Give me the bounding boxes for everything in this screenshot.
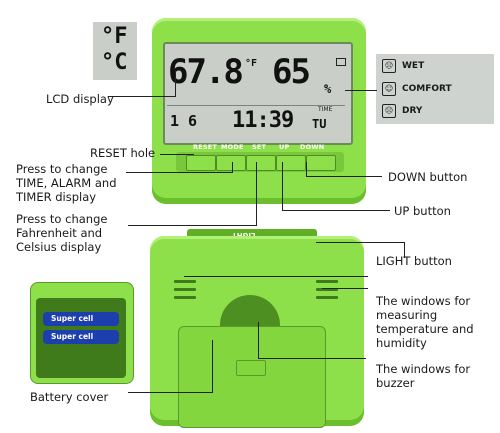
reset-label: RESET <box>193 143 218 151</box>
leader-line <box>128 225 256 226</box>
set-label: SET <box>252 143 267 151</box>
leader-line <box>282 162 283 211</box>
mode-button[interactable] <box>216 155 246 171</box>
lcd-screen <box>163 42 353 145</box>
leader-line <box>175 70 176 97</box>
leader-line <box>404 242 405 258</box>
buzzer-windows-label: The windows for buzzer <box>376 362 471 390</box>
battery-cell: Super cell <box>43 330 119 344</box>
lcd-display-label: LCD display <box>46 92 114 106</box>
down-button[interactable] <box>306 155 336 171</box>
celsius-symbol: °C <box>101 50 128 75</box>
leader-line <box>316 242 404 243</box>
leader-line <box>128 392 212 393</box>
temperature-unit: °F <box>245 58 258 69</box>
battery-cell: Super cell <box>43 312 119 326</box>
up-label: UP <box>279 143 290 151</box>
reset-hole-label: RESET hole <box>90 146 156 160</box>
weekday: TU <box>312 117 327 131</box>
legend-dry: DRY <box>402 106 423 116</box>
fahrenheit-symbol: °F <box>101 24 128 49</box>
leader-line <box>126 172 232 173</box>
vent-slot <box>316 288 338 291</box>
down-button-label: DOWN button <box>388 170 468 184</box>
set-button[interactable] <box>246 155 276 171</box>
leader-line <box>282 210 390 211</box>
mode-label: MODE <box>221 143 244 151</box>
battery-cover-label: Battery cover <box>30 390 109 404</box>
leader-line <box>258 358 366 359</box>
leader-line <box>184 276 368 277</box>
leader-line <box>232 162 233 173</box>
vent-slot <box>316 280 338 283</box>
legend-comfort: COMFORT <box>402 84 452 94</box>
leader-line <box>212 340 213 393</box>
leader-line <box>306 162 307 177</box>
comfort-face-icon: ☺ <box>382 82 396 96</box>
leader-line <box>258 322 259 358</box>
door-latch <box>236 360 266 376</box>
set-description: Press to change Fahrenheit and Celsius d… <box>16 212 108 254</box>
humidity-unit: % <box>324 82 332 96</box>
up-button-label: UP button <box>394 204 451 218</box>
leader-line <box>256 162 257 226</box>
comfort-indicator-icon <box>336 58 346 66</box>
reset-button[interactable] <box>186 155 216 171</box>
lcd-divider <box>167 105 345 106</box>
vent-slot <box>174 280 196 283</box>
vent-slot <box>316 296 338 299</box>
leader-line <box>306 176 382 177</box>
leader-line <box>108 96 176 97</box>
light-button-label: LIGHT button <box>376 254 452 268</box>
leader-line <box>345 90 377 91</box>
time-label: TIME <box>318 106 333 113</box>
humidity-value: 65 <box>272 52 311 92</box>
wet-face-icon: ☹ <box>382 59 396 73</box>
temperature-unit-indicator: °F °C <box>93 22 137 80</box>
legend-wet: WET <box>402 61 425 71</box>
vent-slot <box>174 288 196 291</box>
battery-door[interactable] <box>178 326 326 428</box>
temperature-value: 67.8 <box>168 52 244 92</box>
down-label: DOWN <box>300 143 325 151</box>
clock-time: 11:39 <box>232 108 294 133</box>
measure-windows-label: The windows for measuring temperature an… <box>376 294 474 350</box>
date-value: 1 6 <box>170 112 198 130</box>
vent-slot <box>174 296 196 299</box>
up-button[interactable] <box>276 155 306 171</box>
dry-face-icon: ☹ <box>382 104 396 118</box>
leader-line <box>160 154 194 155</box>
mode-description: Press to change TIME, ALARM and TIMER di… <box>16 162 117 204</box>
leader-line <box>322 288 368 289</box>
